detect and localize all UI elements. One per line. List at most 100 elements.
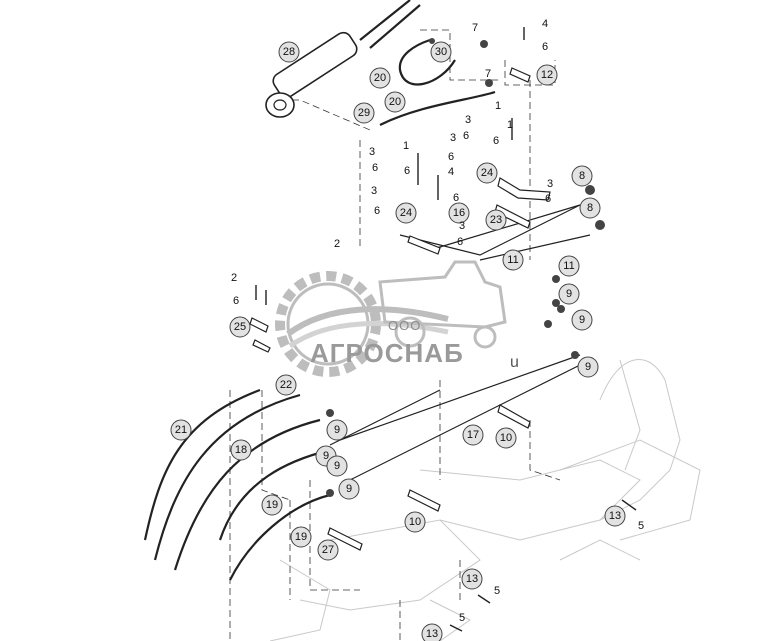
callout-circle: [170, 419, 192, 441]
callout-number: 27: [322, 544, 334, 556]
callout-number: 5: [494, 585, 500, 597]
callout-circle: [495, 427, 517, 449]
callout-number: 30: [435, 46, 447, 58]
callout-19: 19: [261, 494, 283, 516]
callout-circle: [462, 424, 484, 446]
callout-1: 1: [507, 119, 513, 131]
callout-number: 11: [507, 254, 518, 266]
callout-11: 11: [502, 249, 524, 271]
callout-circle: [430, 41, 452, 63]
callout-number: 6: [374, 205, 380, 217]
callout-23: 23: [485, 209, 507, 231]
callout-6: 6: [372, 162, 378, 174]
callout-number: 3: [459, 220, 465, 232]
callout-3: 3: [465, 114, 471, 126]
callout-9: 9: [558, 283, 580, 305]
callout-3: 3: [547, 178, 553, 190]
callout-number: 7: [485, 68, 491, 80]
callout-30: 30: [430, 41, 452, 63]
callout-number: 19: [266, 499, 278, 511]
callout-13: 13: [604, 505, 626, 527]
callout-circle: [558, 255, 580, 277]
callout-3: 3: [459, 220, 465, 232]
callout-number: 11: [563, 260, 574, 272]
callout-number: 23: [490, 214, 502, 226]
callout-6: 6: [493, 135, 499, 147]
callout-circle: [369, 67, 391, 89]
callout-4: 4: [542, 18, 548, 30]
callout-number: 1: [507, 119, 513, 131]
callout-number: 24: [400, 207, 412, 219]
chassis-outline: [269, 359, 701, 641]
callout-number: 18: [235, 444, 247, 456]
callout-circle: [558, 283, 580, 305]
hoses: [143, 38, 591, 581]
bolts: [255, 27, 637, 632]
callout-8: 8: [579, 197, 601, 219]
callout-circle: [395, 202, 417, 224]
callout-circle: [579, 197, 601, 219]
callout-22: 22: [275, 374, 297, 396]
callout-number: 6: [493, 135, 499, 147]
callout-6: 6: [463, 130, 469, 142]
callout-circle: [278, 41, 300, 63]
callout-16: 16: [448, 202, 470, 224]
callout-circle: [261, 494, 283, 516]
callout-27: 27: [317, 539, 339, 561]
callout-9: 9: [338, 478, 360, 500]
callout-12: 12: [536, 64, 558, 86]
callout-21: 21: [170, 419, 192, 441]
callout-circle: [571, 165, 593, 187]
callout-9: 9: [571, 309, 593, 331]
callout-number: 3: [547, 178, 553, 190]
callout-9: 9: [577, 356, 599, 378]
callout-number: 3: [369, 146, 375, 158]
callout-6: 6: [233, 295, 239, 307]
callout-number: 6: [457, 236, 463, 248]
callout-number: 17: [467, 429, 479, 441]
callout-6: 6: [457, 236, 463, 248]
callout-number: 9: [334, 460, 340, 472]
callout-number: 19: [295, 531, 307, 543]
callout-number: 16: [453, 207, 465, 219]
callout-11: 11: [558, 255, 580, 277]
callout-number: 1: [495, 100, 501, 112]
callout-number: 21: [175, 424, 187, 436]
callout-number: 20: [374, 72, 386, 84]
callout-circle: [604, 505, 626, 527]
callout-number: 9: [334, 424, 340, 436]
callout-29: 29: [353, 102, 375, 124]
callout-circle: [384, 91, 406, 113]
callout-circle: [448, 202, 470, 224]
callout-8: 8: [571, 165, 593, 187]
callout-25: 25: [229, 316, 251, 338]
callout-number: 1: [403, 140, 409, 152]
callout-7: 7: [472, 22, 478, 34]
callout-circle: [571, 309, 593, 331]
callout-4: 4: [448, 166, 454, 178]
callout-number: 24: [481, 167, 493, 179]
callout-circle: [326, 419, 348, 441]
callout-number: 25: [234, 321, 246, 333]
callout-6: 6: [545, 193, 551, 205]
callout-number: 29: [358, 107, 370, 119]
callout-20: 20: [384, 91, 406, 113]
callout-number: 6: [545, 193, 551, 205]
callout-number: 13: [426, 628, 438, 640]
callout-number: 4: [448, 166, 454, 178]
callout-number: 6: [404, 165, 410, 177]
callout-number: 9: [579, 314, 585, 326]
callout-5: 5: [494, 585, 500, 597]
callout-circle: [317, 539, 339, 561]
callout-number: 13: [466, 573, 478, 585]
callout-number: 5: [459, 612, 465, 624]
callout-number: 2: [231, 272, 237, 284]
callout-number: 6: [372, 162, 378, 174]
hydraulic-cylinder: [265, 0, 421, 118]
callout-17: 17: [462, 424, 484, 446]
callout-circle: [353, 102, 375, 124]
callout-number: 7: [472, 22, 478, 34]
callout-circle: [485, 209, 507, 231]
